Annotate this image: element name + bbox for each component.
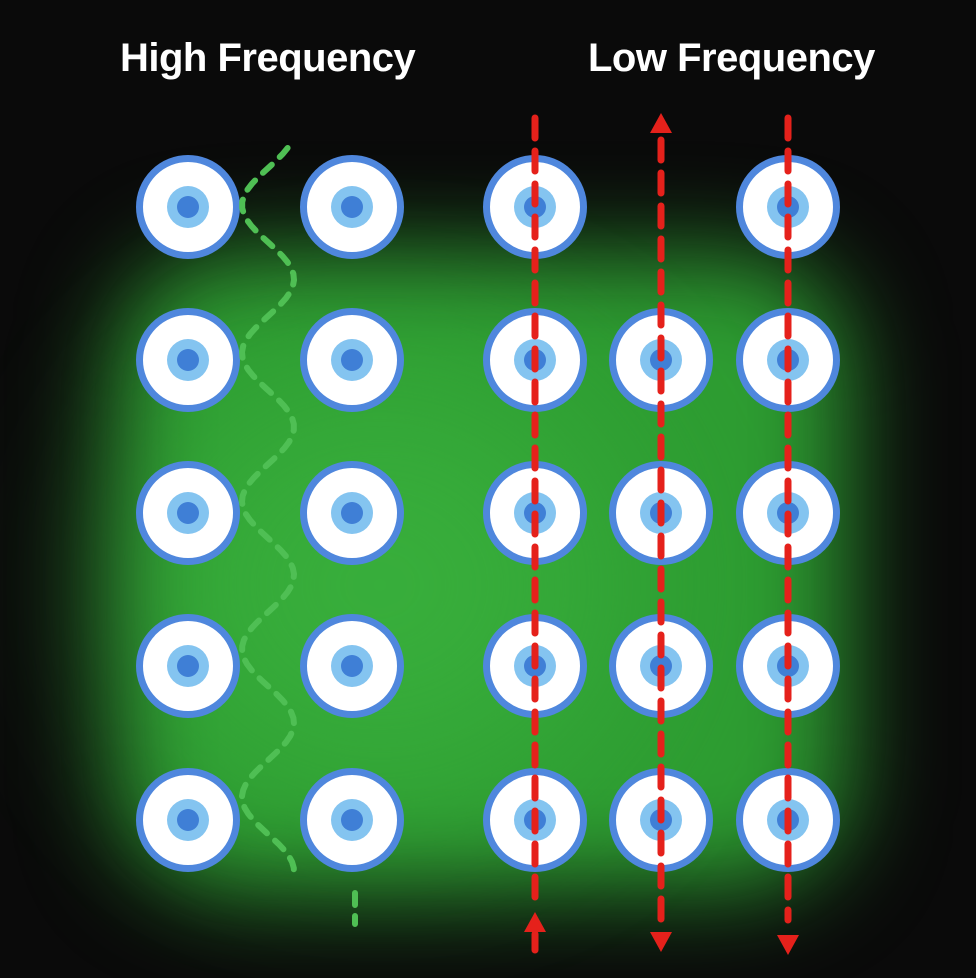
particle-core: [177, 502, 199, 524]
particle-core: [650, 655, 672, 677]
particle-core: [777, 349, 799, 371]
particle: [483, 461, 587, 565]
particle: [609, 461, 713, 565]
particle: [736, 155, 840, 259]
particle-inner: [167, 645, 209, 687]
particle-core: [650, 349, 672, 371]
particle-inner: [331, 492, 373, 534]
particle-core: [524, 349, 546, 371]
particle: [136, 614, 240, 718]
particle: [300, 155, 404, 259]
particle-inner: [640, 339, 682, 381]
particle: [736, 461, 840, 565]
particle-core: [650, 809, 672, 831]
particle-core: [341, 502, 363, 524]
particle-core: [777, 655, 799, 677]
particle-inner: [640, 799, 682, 841]
particle-core: [341, 349, 363, 371]
particle-core: [524, 655, 546, 677]
particle: [483, 308, 587, 412]
particle-core: [650, 502, 672, 524]
high-frequency-title: High Frequency: [120, 36, 416, 80]
particle-inner: [514, 186, 556, 228]
particle-inner: [331, 799, 373, 841]
particle-inner: [331, 645, 373, 687]
particle: [609, 768, 713, 872]
particle: [736, 308, 840, 412]
particle-core: [777, 809, 799, 831]
particle: [136, 768, 240, 872]
particle-inner: [167, 339, 209, 381]
particle-inner: [514, 799, 556, 841]
particle-core: [524, 196, 546, 218]
particle: [300, 461, 404, 565]
particle: [483, 614, 587, 718]
particle-inner: [167, 186, 209, 228]
particle-inner: [640, 492, 682, 534]
particle-core: [524, 502, 546, 524]
particle-core: [341, 196, 363, 218]
particle-core: [177, 809, 199, 831]
particle-inner: [514, 339, 556, 381]
particle-inner: [167, 799, 209, 841]
particle-inner: [167, 492, 209, 534]
particle: [136, 308, 240, 412]
particle-inner: [767, 186, 809, 228]
low-frequency-title: Low Frequency: [588, 36, 875, 80]
particle: [136, 461, 240, 565]
particle: [609, 614, 713, 718]
particle-inner: [640, 645, 682, 687]
particle-core: [341, 809, 363, 831]
particle-inner: [767, 645, 809, 687]
particle: [483, 768, 587, 872]
particle-inner: [331, 339, 373, 381]
particle-inner: [767, 339, 809, 381]
particle: [300, 308, 404, 412]
particle: [609, 308, 713, 412]
particle: [136, 155, 240, 259]
green-glow-highlight: [140, 370, 620, 800]
particle-inner: [331, 186, 373, 228]
particle-core: [777, 196, 799, 218]
particle-core: [524, 809, 546, 831]
particle-core: [177, 196, 199, 218]
particle: [736, 614, 840, 718]
particle: [300, 768, 404, 872]
particle: [736, 768, 840, 872]
particle-core: [777, 502, 799, 524]
particle-inner: [767, 799, 809, 841]
particle-core: [177, 655, 199, 677]
particle: [300, 614, 404, 718]
particle: [483, 155, 587, 259]
particle-core: [341, 655, 363, 677]
particle-inner: [767, 492, 809, 534]
particle-inner: [514, 492, 556, 534]
particle-core: [177, 349, 199, 371]
particle-inner: [514, 645, 556, 687]
